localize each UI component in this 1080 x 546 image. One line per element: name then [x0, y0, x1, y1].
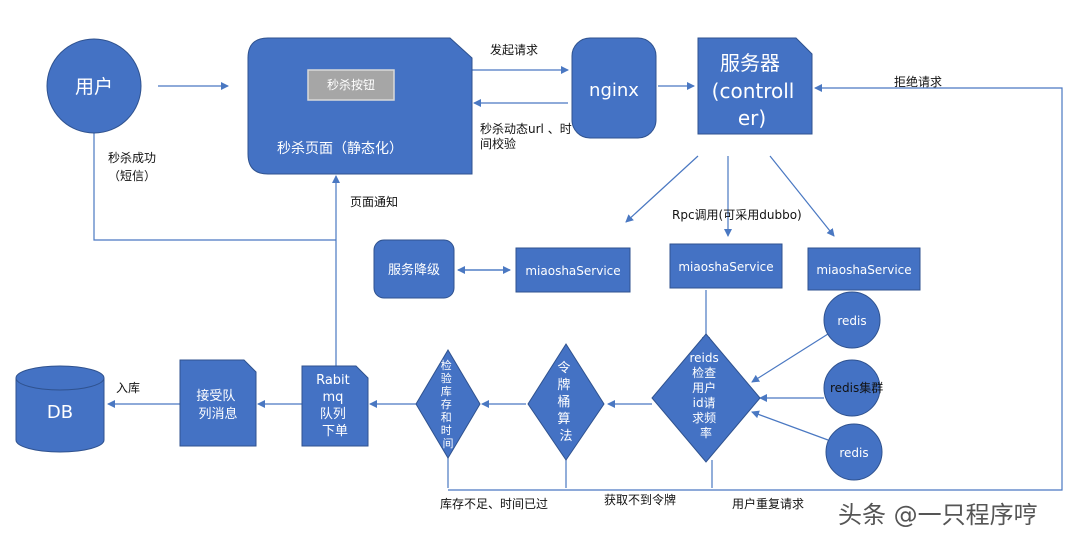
redis-cluster-node — [823, 359, 881, 417]
miaosha-service-3-label: miaoshaService — [816, 263, 911, 277]
edge-reject-request — [713, 84, 1063, 491]
consume-line-1: 接受队 — [196, 388, 235, 404]
label-dyn-url-2: 间校验 — [480, 136, 516, 151]
miaosha-service-3: miaoshaService — [807, 247, 921, 291]
rate-check-line-5: 求频 — [692, 411, 716, 425]
rate-check-line-6: 率 — [700, 425, 712, 440]
rate-check-line-3: 用户 — [692, 380, 716, 395]
token-line-4: 算 — [557, 412, 570, 427]
redis-2-label: redis — [839, 446, 868, 460]
label-send-request: 发起请求 — [490, 42, 538, 57]
label-success-1: 秒杀成功 — [108, 150, 156, 165]
label-page-notify: 页面通知 — [350, 195, 398, 209]
token-line-1: 令 — [557, 361, 570, 376]
nginx-node: nginx — [571, 37, 657, 139]
miaosha-service-2-label: miaoshaService — [678, 260, 773, 274]
server-label-2: (controll — [712, 79, 795, 103]
seckill-button[interactable] — [307, 69, 395, 101]
consume-line-2: 列消息 — [198, 406, 237, 422]
verify-line-6: 时 — [441, 424, 452, 437]
service-degrade-node: 服务降级 — [373, 239, 455, 299]
token-line-5: 法 — [559, 429, 572, 444]
redis-node-2: redis — [825, 423, 883, 481]
database-node: DB — [15, 365, 105, 453]
edges — [90, 66, 1063, 491]
mq-line-4: 下单 — [322, 424, 348, 439]
server-label-3: er) — [738, 106, 766, 130]
mq-line-1: Rabit — [316, 373, 350, 388]
rate-check-line-1: reids — [689, 351, 718, 365]
service-degrade-label: 服务降级 — [388, 262, 440, 278]
storage-label: 入库 — [116, 380, 140, 395]
user-node: 用户 — [46, 38, 142, 134]
consume-queue-node: 接受队 列消息 — [179, 359, 257, 447]
label-dyn-url-1: 秒杀动态url 、时 — [480, 121, 572, 136]
verify-stock-node: 检 验 库 存 和 时 间 — [415, 349, 481, 459]
token-line-2: 牌 — [557, 377, 570, 393]
verify-line-1: 检 — [441, 358, 452, 372]
mq-line-3: 队列 — [320, 407, 346, 422]
miaosha-service-2: miaoshaService — [669, 243, 783, 289]
token-line-3: 桶 — [557, 395, 570, 410]
redis-node-1: redis — [823, 291, 881, 349]
label-success-2: （短信） — [108, 169, 156, 183]
verify-line-2: 验 — [441, 371, 452, 385]
rate-check-label: reids 检查 用户 id请 求频 率 — [689, 351, 722, 440]
seckill-page-title: 秒杀页面（静态化） — [277, 141, 403, 157]
seckill-page-node: 秒杀按钮 秒杀页面（静态化） — [247, 37, 473, 175]
database-label: DB — [47, 402, 73, 423]
redis-1-label: redis — [837, 314, 866, 328]
edge-server-to-svc3 — [769, 155, 835, 237]
label-rpc: Rpc调用(可采用dubbo) — [672, 208, 802, 222]
miaosha-service-1: miaoshaService — [515, 247, 631, 293]
edge-redis2-to-ratecheck — [751, 410, 829, 441]
rate-check-line-4: id请 — [693, 396, 716, 410]
mq-line-2: mq — [322, 390, 343, 405]
user-label: 用户 — [75, 76, 113, 98]
watermark: 头条 @一只程序哼 — [838, 501, 1038, 529]
rabbitmq-node: Rabit mq 队列 下单 — [301, 365, 369, 447]
label-reject: 拒绝请求 — [894, 74, 942, 89]
rate-check-node: reids 检查 用户 id请 求频 率 — [651, 333, 761, 463]
redis-cluster-label: redis集群 — [830, 380, 883, 395]
label-stock-insufficient: 库存不足、时间已过 — [440, 496, 548, 511]
verify-line-4: 存 — [441, 397, 452, 411]
rabbitmq-label: Rabit mq 队列 下单 — [316, 373, 354, 439]
token-bucket-node: 令 牌 桶 算 法 — [527, 343, 605, 461]
edge-redis1-to-ratecheck — [751, 333, 829, 383]
verify-line-5: 和 — [441, 411, 452, 424]
consume-queue-label: 接受队 列消息 — [196, 388, 239, 422]
miaosha-service-1-label: miaoshaService — [525, 264, 620, 278]
edge-server-to-svc1 — [625, 155, 699, 223]
verify-line-7: 间 — [443, 437, 454, 450]
nginx-label: nginx — [589, 80, 639, 101]
edge-success-sms — [90, 121, 336, 241]
token-bucket-label: 令 牌 桶 算 法 — [557, 361, 574, 444]
server-node: 服务器 (controll er) — [697, 37, 813, 135]
verify-stock-label: 检 验 库 存 和 时 间 — [441, 358, 456, 450]
server-label-1: 服务器 — [720, 51, 780, 75]
seckill-button-label: 秒杀按钮 — [327, 77, 375, 92]
label-duplicate: 用户重复请求 — [732, 496, 804, 511]
label-no-token: 获取不到令牌 — [604, 492, 676, 507]
rate-check-line-2: 检查 — [692, 365, 716, 380]
verify-line-3: 库 — [441, 385, 452, 398]
